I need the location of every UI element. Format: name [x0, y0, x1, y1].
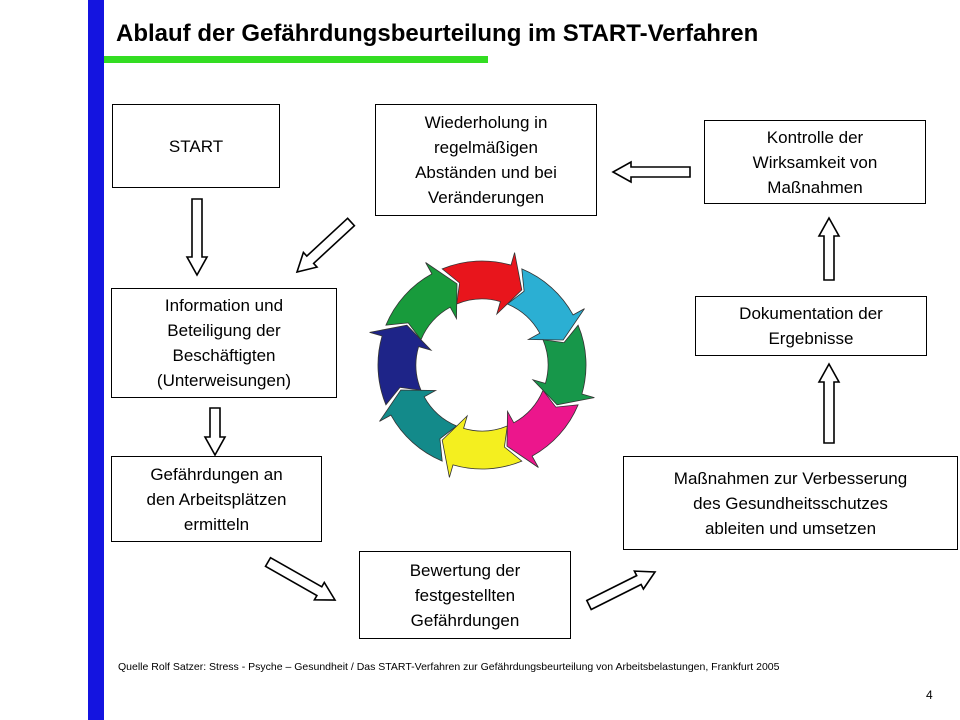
box-information: Information und Beteiligung der Beschäft… — [111, 288, 337, 398]
box-massnahmen: Maßnahmen zur Verbesserung des Gesundhei… — [623, 456, 958, 550]
cycle-arrow-segment — [506, 268, 585, 341]
page-title: Ablauf der Gefährdungsbeurteilung im STA… — [116, 20, 759, 47]
arrow-dokumentation-to-kontrolle — [817, 216, 841, 281]
cycle-arrow-segment — [506, 389, 579, 468]
cycle-arrow-segment — [531, 324, 595, 406]
cycle-arrow-segment — [369, 324, 433, 406]
page-number: 4 — [926, 688, 933, 702]
cycle-arrow-segment — [441, 414, 523, 478]
arrow-bewertung-to-massnahmen — [585, 570, 657, 611]
box-kontrolle: Kontrolle der Wirksamkeit von Maßnahmen — [704, 120, 926, 204]
title-underline — [104, 56, 488, 63]
arrow-gefaehrdungen-to-bewertung — [264, 556, 337, 601]
arrow-wiederholung-to-information — [295, 217, 356, 274]
cycle-arrow-segment — [441, 252, 523, 316]
arrow-kontrolle-to-wiederholung — [611, 160, 691, 184]
box-wiederholung: Wiederholung in regelmäßigen Abständen u… — [375, 104, 597, 216]
cycle-arrow-segment — [385, 262, 458, 341]
box-dokumentation: Dokumentation der Ergebnisse — [695, 296, 927, 356]
arrow-massnahmen-to-dokumentation — [817, 362, 841, 444]
box-start: START — [112, 104, 280, 188]
arrow-start-to-information — [185, 198, 209, 277]
box-gefaehrdungen: Gefährdungen an den Arbeitsplätzen ermit… — [111, 456, 322, 542]
source-citation: Quelle Rolf Satzer: Stress - Psyche – Ge… — [118, 661, 780, 673]
left-accent-bar — [88, 0, 104, 720]
cycle-arrow-segment — [379, 389, 458, 462]
box-bewertung: Bewertung der festgestellten Gefährdunge… — [359, 551, 571, 639]
arrow-information-to-gefaehrdungen — [203, 407, 227, 457]
